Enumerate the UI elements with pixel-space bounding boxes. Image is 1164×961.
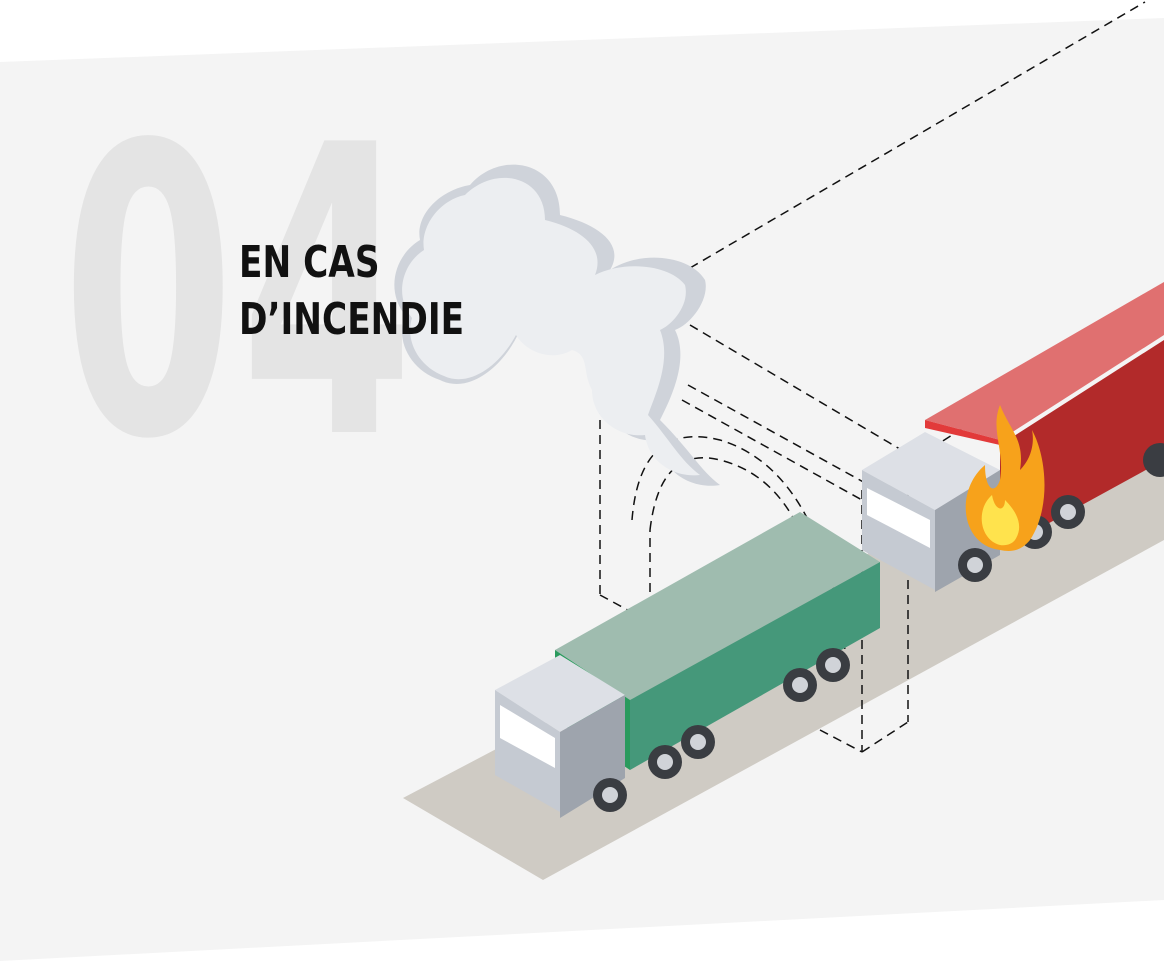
section-title: EN CAS D’INCENDIE: [239, 234, 464, 348]
green-truck: [495, 512, 880, 818]
smoke-cloud-icon: [394, 164, 720, 486]
title-line-1: EN CAS: [239, 237, 380, 288]
section-number: 04: [62, 62, 420, 527]
fire-icon: [965, 405, 1045, 551]
background-band: [0, 18, 1164, 961]
title-line-2: D’INCENDIE: [239, 294, 465, 345]
